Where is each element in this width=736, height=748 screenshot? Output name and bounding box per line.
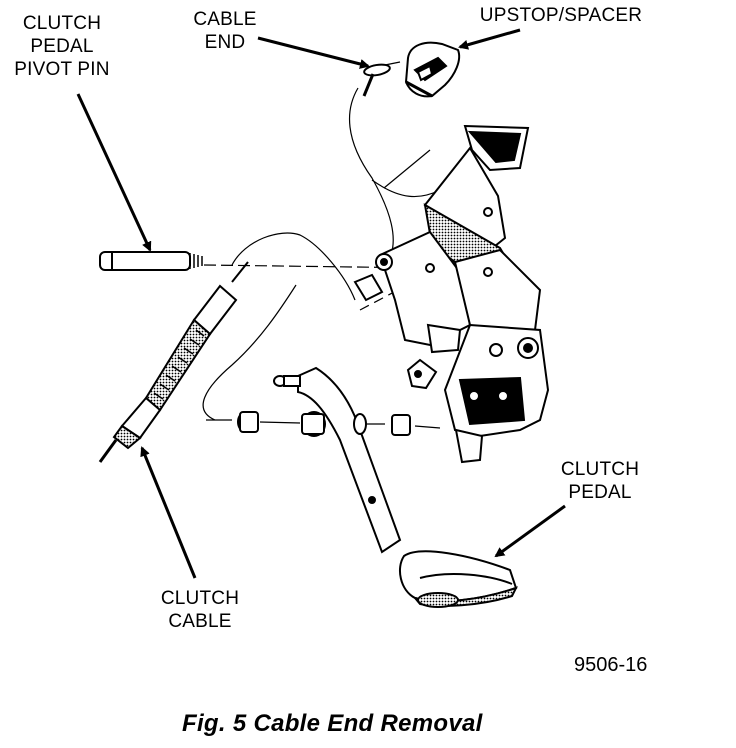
clutch-cable-label: CLUTCH CABLE	[160, 588, 240, 632]
pivot-pin-leader-arrow	[76, 93, 152, 252]
upstop-spacer-leader-arrow	[458, 28, 521, 50]
pivot-pin-part	[99, 251, 203, 271]
leader-arrows	[76, 28, 566, 579]
clutch-cable-leader-arrow	[140, 446, 197, 579]
clutch-pedal-leader-arrow	[494, 504, 566, 558]
figure-caption: Fig. 5 Cable End Removal	[182, 710, 483, 737]
figure-number: 9506-16	[574, 654, 648, 676]
clutch-cable-part	[98, 261, 249, 463]
cable-end-part	[362, 63, 391, 97]
clutch-pedal-label: CLUTCH PEDAL	[560, 459, 640, 503]
upstop-spacer-part	[404, 41, 461, 98]
upstop-spacer-label: UPSTOP/SPACER	[479, 5, 643, 26]
cable-end-label: CABLE END	[193, 9, 257, 53]
pedal-bracket-assembly	[353, 124, 550, 464]
clutch-pedal-part	[237, 366, 518, 608]
clutch-pedal-pivot-pin-label: CLUTCH PEDAL PIVOT PIN	[14, 13, 110, 80]
cable-end-leader-arrow	[257, 36, 370, 69]
